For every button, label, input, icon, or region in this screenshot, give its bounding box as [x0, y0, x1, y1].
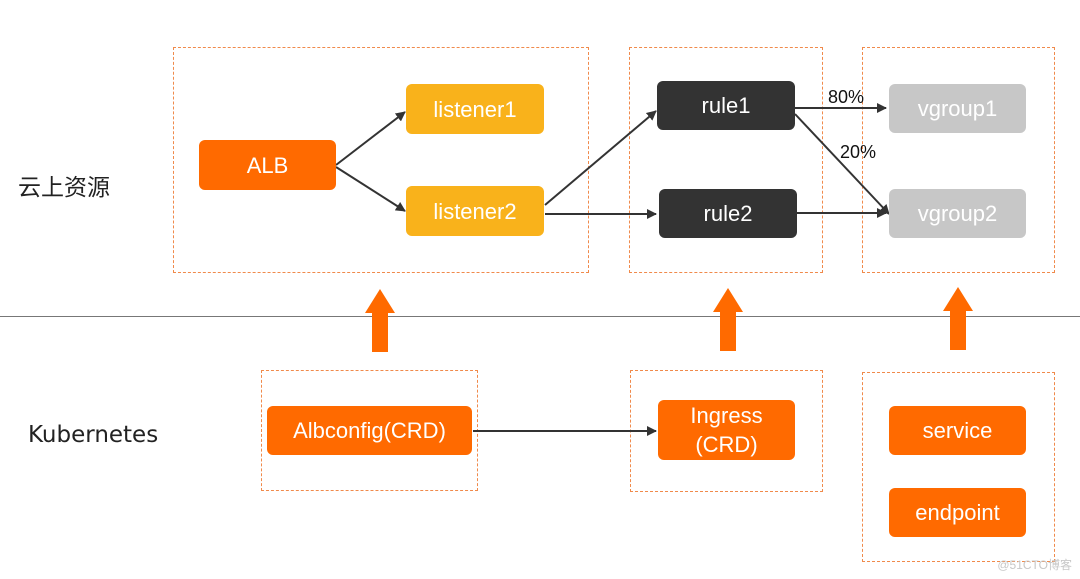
edge-alb-listener2: [335, 166, 406, 212]
node-vgroup1: vgroup1: [889, 84, 1026, 133]
node-vgroup2: vgroup2: [889, 189, 1026, 238]
node-listener2: listener2: [406, 186, 544, 236]
group-rules: [629, 47, 823, 273]
node-ingress: Ingress (CRD): [658, 400, 795, 460]
node-albconfig: Albconfig(CRD): [267, 406, 472, 455]
group-vgroups: [862, 47, 1055, 273]
edge-label-20: 20%: [840, 142, 877, 162]
node-rule1: rule1: [657, 81, 795, 130]
up-arrow-ingress: [713, 288, 743, 351]
edge-alb-listener1: [335, 111, 406, 166]
up-arrow-albconfig: [365, 289, 395, 352]
node-endpoint: endpoint: [889, 488, 1026, 537]
row-label-cloud: 云上资源: [18, 175, 110, 201]
group-service-endpoint: [862, 372, 1055, 562]
up-arrow-service: [943, 287, 973, 350]
row-label-kubernetes: Kubernetes: [28, 422, 159, 448]
node-service: service: [889, 406, 1026, 455]
edge-rule1-vgroup2: [794, 113, 890, 215]
edge-label-80: 80%: [828, 87, 865, 107]
watermark: @51CTO博客: [997, 558, 1072, 572]
layer-divider: [0, 316, 1080, 317]
node-alb: ALB: [199, 140, 336, 190]
node-listener1: listener1: [406, 84, 544, 134]
node-rule2: rule2: [659, 189, 797, 238]
group-alb-listeners: [173, 47, 589, 273]
edge-listener2-rule1: [544, 110, 657, 206]
